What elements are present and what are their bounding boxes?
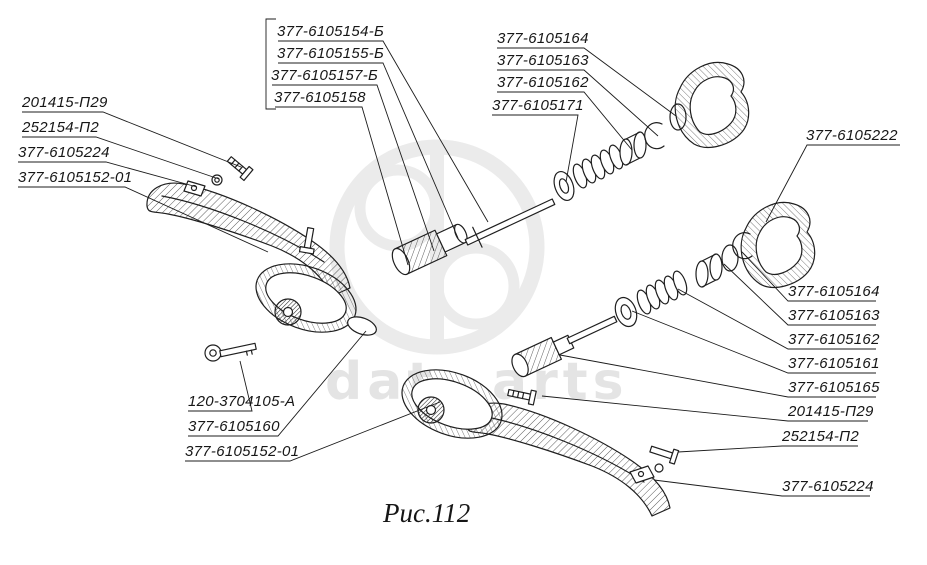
part-number-label: 120-3704105-А: [188, 393, 296, 410]
spring-lower: [636, 270, 688, 315]
leader-line: [18, 186, 269, 253]
leader-line: [559, 354, 876, 398]
pushbutton-assembly-lower: [511, 232, 753, 378]
snap-ring-upper: [669, 103, 687, 131]
part-number-label: 377-6105165: [788, 379, 880, 396]
part-number-label: 377-6105155-Б: [277, 45, 385, 62]
part-number-label: 252154-П2: [782, 428, 859, 445]
labels-bracket: [265, 18, 276, 110]
door-handle-upper: [146, 182, 377, 336]
screw-lower-button: [507, 388, 537, 406]
leader-line: [497, 69, 659, 137]
part-number-label: 377-6105157-Б: [271, 67, 379, 84]
retainer-clip-upper: [644, 122, 665, 150]
figure-caption: Рис.112: [383, 498, 471, 528]
leader-lines: [18, 40, 900, 497]
leader-line: [188, 360, 253, 412]
washer-lower-right: [654, 463, 664, 473]
leader-line: [18, 161, 198, 188]
leader-line: [677, 445, 858, 453]
part-number-label: 377-6105152-01: [185, 443, 300, 460]
part-number-label: 377-6105171: [492, 97, 584, 114]
leader-line: [272, 84, 435, 252]
leader-line: [185, 401, 441, 462]
bushing-upper: [619, 131, 647, 166]
lock-cylinder-assembly-upper: [391, 103, 687, 276]
lock-rod: [464, 198, 556, 248]
leader-line: [22, 111, 242, 168]
leader-line: [497, 47, 677, 117]
part-number-label: 201415-П29: [788, 403, 874, 420]
leader-line: [541, 395, 868, 422]
leader-line: [497, 91, 633, 151]
part-number-label: 377-6105163: [788, 307, 880, 324]
screw-upper-left: [226, 156, 254, 182]
screw-lower-right: [649, 445, 680, 465]
leader-line: [492, 114, 579, 183]
gasket-lower: [740, 201, 816, 288]
part-number-label: 377-6105164: [788, 283, 880, 300]
part-number-label: 252154-П2: [22, 119, 99, 136]
handle-pad-upper: [347, 316, 377, 336]
leader-line: [631, 310, 876, 374]
leader-line: [275, 106, 409, 266]
gasket-upper: [674, 61, 750, 148]
part-number-label: 377-6105160: [188, 418, 280, 435]
part-number-label: 377-6105164: [497, 30, 589, 47]
door-handle-lower: [401, 369, 671, 517]
leader-line: [741, 251, 876, 302]
part-number-label: 377-6105158: [274, 89, 366, 106]
leader-line: [677, 288, 876, 350]
leader-line: [723, 263, 876, 326]
retainer-clip-lower: [732, 232, 753, 260]
leader-line: [765, 144, 900, 223]
screw-handle-mount: [298, 227, 315, 255]
leader-line: [188, 330, 367, 437]
clamp-plate-lower-right: [629, 465, 655, 484]
part-number-label: 201415-П29: [22, 94, 108, 111]
part-number-label: 377-6105162: [788, 331, 880, 348]
pushbutton-rod: [566, 315, 618, 345]
leader-line: [653, 479, 870, 497]
washer-upper-left: [211, 174, 223, 186]
part-number-label: 377-6105224: [782, 478, 874, 495]
part-number-label: 377-6105163: [497, 52, 589, 69]
door-key: [204, 342, 257, 362]
spring-upper: [572, 144, 624, 189]
part-number-label: 377-6105161: [788, 355, 880, 372]
washer-lower: [614, 296, 638, 328]
leader-line: [278, 62, 459, 239]
part-number-label: 377-6105152-01: [18, 169, 133, 186]
part-number-label: 377-6105162: [497, 74, 589, 91]
part-number-label: 377-6105222: [806, 127, 898, 144]
bushing-lower: [695, 253, 723, 288]
snap-ring-lower: [721, 244, 739, 272]
leader-line: [22, 136, 220, 180]
part-number-label: 377-6105154-Б: [277, 23, 385, 40]
washer-upper: [553, 170, 575, 202]
part-number-label: 377-6105224: [18, 144, 110, 161]
leader-line: [278, 40, 489, 223]
